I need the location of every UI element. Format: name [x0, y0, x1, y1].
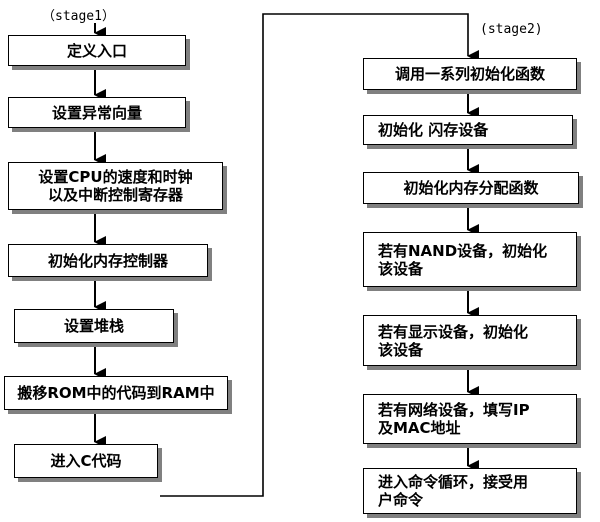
- stage1-step-5: 设置堆栈: [14, 309, 174, 343]
- stage2-step-5: 若有显示设备，初始化 该设备: [363, 315, 577, 366]
- stage2-step-7: 进入命令循环，接受用 户命令: [363, 468, 577, 514]
- stage1-step-1: 定义入口: [8, 35, 186, 66]
- stage1-step-2: 设置异常向量: [8, 97, 186, 128]
- stage1-step-3: 设置CPU的速度和时钟 以及中断控制寄存器: [8, 162, 223, 210]
- stage1-step-7: 进入C代码: [14, 444, 158, 478]
- stage2-step-1: 调用一系列初始化函数: [363, 58, 577, 90]
- stage1-step-4: 初始化内存控制器: [8, 244, 208, 277]
- stage2-step-4: 若有NAND设备，初始化 该设备: [363, 232, 577, 287]
- stage2-step-6: 若有网络设备，填写IP 及MAC地址: [363, 394, 577, 444]
- stage2-step-3: 初始化内存分配函数: [363, 172, 579, 204]
- stage-transition-connector: [160, 13, 479, 497]
- stage2-step-2: 初始化 闪存设备: [363, 115, 573, 145]
- stage1-label: （stage1）: [42, 9, 115, 24]
- stage1-step-6: 搬移ROM中的代码到RAM中: [4, 376, 228, 410]
- stage2-label: (stage2): [480, 22, 543, 37]
